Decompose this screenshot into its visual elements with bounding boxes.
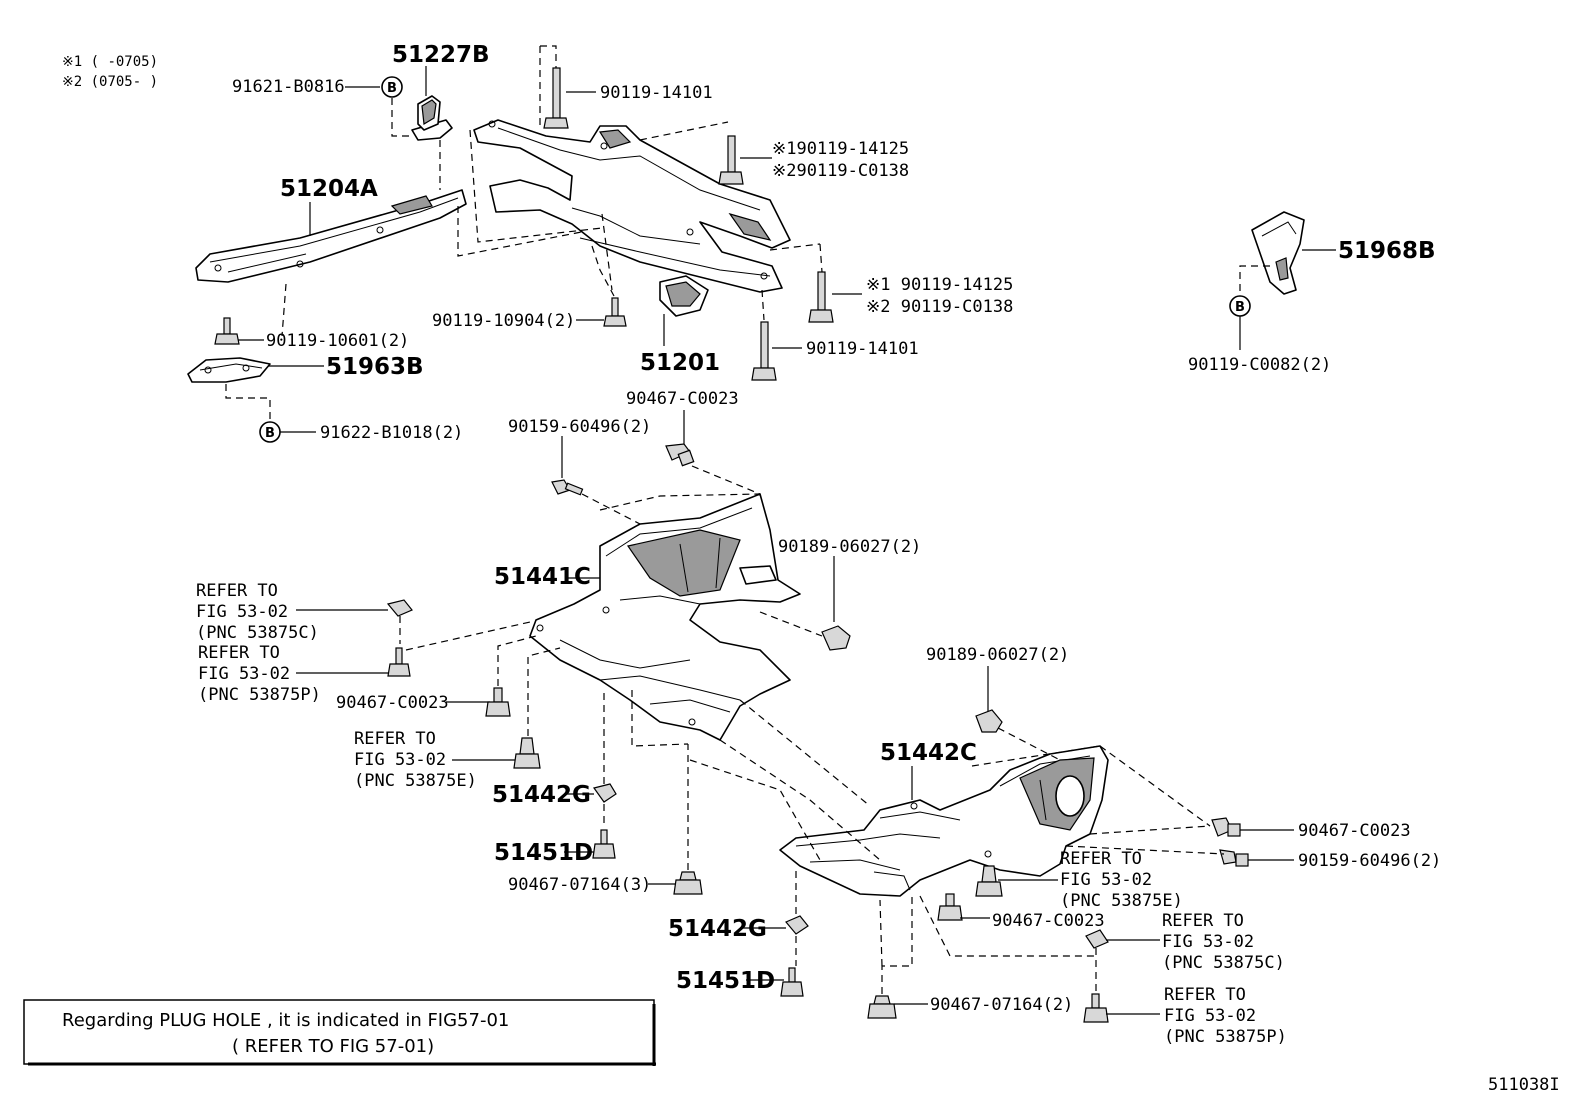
refer-5-line-1: REFER TO bbox=[1162, 911, 1244, 931]
bolt-90119-14101-top bbox=[543, 67, 569, 129]
label-51963B: 51963B bbox=[326, 354, 424, 380]
label-90467-C0023-top: 90467-C0023 bbox=[626, 389, 739, 409]
clip-53875C-a bbox=[386, 599, 413, 617]
circle-b-text-3: B bbox=[1235, 300, 1245, 315]
clip-51442G-b bbox=[785, 915, 809, 935]
refer-6-line-3: (PNC 53875P) bbox=[1164, 1027, 1287, 1047]
label-x1-90119-14125-a: ※190119-14125 bbox=[772, 139, 909, 159]
footnote-line-2: ( REFER TO FIG 57-01) bbox=[232, 1036, 434, 1057]
label-90189-06027-b: 90189-06027(2) bbox=[926, 645, 1069, 665]
circle-b-mark-1 bbox=[381, 76, 403, 98]
footnote-line-1: Regarding PLUG HOLE , it is indicated in… bbox=[62, 1010, 509, 1031]
label-90189-06027-a: 90189-06027(2) bbox=[778, 537, 921, 557]
label-90467-C0023-mid: 90467-C0023 bbox=[992, 911, 1105, 931]
bolt-90467-C0023-left bbox=[485, 687, 511, 717]
figure-id: 511038I bbox=[1488, 1075, 1560, 1095]
label-90159-60496-top: 90159-60496(2) bbox=[508, 417, 651, 437]
label-51451D-a: 51451D bbox=[494, 840, 593, 866]
clip-90189-06027-b bbox=[975, 709, 1003, 733]
label-90119-10601: 90119-10601(2) bbox=[266, 331, 409, 351]
refer-6-line-1: REFER TO bbox=[1164, 985, 1246, 1005]
screw-90159-60496-right bbox=[1219, 849, 1249, 867]
label-90119-10904: 90119-10904(2) bbox=[432, 311, 575, 331]
label-51968B: 51968B bbox=[1338, 238, 1436, 264]
refer-2-line-3: (PNC 53875P) bbox=[198, 685, 321, 705]
part-51442C-cover bbox=[779, 745, 1109, 897]
part-51968B-bracket bbox=[1251, 211, 1305, 295]
label-51441C: 51441C bbox=[494, 564, 591, 590]
label-90119-C0082: 90119-C0082(2) bbox=[1188, 355, 1331, 375]
screw-90159-60496-top bbox=[551, 479, 584, 496]
refer-3-line-3: (PNC 53875E) bbox=[354, 771, 477, 791]
part-51204A-member bbox=[195, 189, 467, 283]
part-51441C-cover bbox=[529, 493, 801, 741]
label-51201: 51201 bbox=[640, 350, 720, 376]
note-1: ※1 ( -0705) bbox=[62, 54, 158, 70]
refer-1-line-3: (PNC 53875C) bbox=[196, 623, 319, 643]
bolt-90119-14101-bottom bbox=[751, 321, 777, 381]
refer-1-line-2: FIG 53-02 bbox=[196, 602, 288, 622]
clip-53875C-b bbox=[1085, 929, 1109, 949]
clip-90189-06027-a bbox=[821, 625, 851, 651]
bolt-90119-10904 bbox=[603, 297, 627, 327]
refer-1-line-1: REFER TO bbox=[196, 581, 278, 601]
refer-4-line-2: FIG 53-02 bbox=[1060, 870, 1152, 890]
label-51227B: 51227B bbox=[392, 42, 490, 68]
bolt-53875P-b bbox=[1083, 993, 1109, 1023]
refer-2-line-2: FIG 53-02 bbox=[198, 664, 290, 684]
label-91621-B0816: 91621-B0816 bbox=[232, 77, 345, 97]
note-2: ※2 (0705- ) bbox=[62, 74, 158, 90]
refer-3-line-2: FIG 53-02 bbox=[354, 750, 446, 770]
bolt-90467-C0023-top bbox=[665, 443, 695, 467]
label-51451D-b: 51451D bbox=[676, 968, 775, 994]
refer-4-line-1: REFER TO bbox=[1060, 849, 1142, 869]
bolt-90119-14125-b bbox=[808, 271, 834, 323]
part-51201-crossmember bbox=[473, 119, 791, 317]
refer-4-line-3: (PNC 53875E) bbox=[1060, 891, 1183, 911]
bolt-53875E-a bbox=[513, 737, 541, 769]
label-x2-90119-C0138-b: ※2 90119-C0138 bbox=[866, 297, 1013, 317]
label-90467-07164-b: 90467-07164(2) bbox=[930, 995, 1073, 1015]
bolt-53875P-a bbox=[387, 647, 411, 677]
part-51963B-plate bbox=[187, 357, 271, 383]
bolt-90467-07164-b bbox=[867, 995, 897, 1019]
bolt-51451D-b bbox=[780, 967, 804, 997]
bolt-53875E-b bbox=[975, 865, 1003, 897]
bolt-90467-07164-a bbox=[673, 871, 703, 895]
circle-b-text-2: B bbox=[265, 426, 275, 441]
label-90159-60496-right: 90159-60496(2) bbox=[1298, 851, 1441, 871]
refer-5-line-2: FIG 53-02 bbox=[1162, 932, 1254, 952]
label-51204A: 51204A bbox=[280, 176, 378, 202]
bolt-51451D-a bbox=[592, 829, 616, 859]
circle-b-text-1: B bbox=[387, 81, 397, 96]
label-51442C: 51442C bbox=[880, 740, 977, 766]
clip-51442G-a bbox=[592, 783, 617, 803]
part-51227B-bracket bbox=[411, 95, 453, 141]
label-90467-C0023-right: 90467-C0023 bbox=[1298, 821, 1411, 841]
refer-5-line-3: (PNC 53875C) bbox=[1162, 953, 1285, 973]
bolt-90119-14125-a bbox=[718, 135, 744, 185]
label-91622-B1018: 91622-B1018(2) bbox=[320, 423, 463, 443]
label-x1-90119-14125-b: ※1 90119-14125 bbox=[866, 275, 1013, 295]
label-90467-C0023-left: 90467-C0023 bbox=[336, 693, 449, 713]
bolt-90467-C0023-mid bbox=[937, 893, 963, 921]
label-51442G-a: 51442G bbox=[492, 782, 591, 808]
label-90119-14101-top: 90119-14101 bbox=[600, 83, 713, 103]
refer-2-line-1: REFER TO bbox=[198, 643, 280, 663]
label-51442G-b: 51442G bbox=[668, 916, 767, 942]
refer-6-line-2: FIG 53-02 bbox=[1164, 1006, 1256, 1026]
refer-3-line-1: REFER TO bbox=[354, 729, 436, 749]
label-x2-90119-C0138-a: ※290119-C0138 bbox=[772, 161, 909, 181]
bolt-90119-10601 bbox=[214, 317, 240, 345]
bolt-90467-C0023-right bbox=[1211, 817, 1241, 837]
label-90119-14101-bottom: 90119-14101 bbox=[806, 339, 919, 359]
footnote-box bbox=[23, 999, 655, 1065]
label-90467-07164-a: 90467-07164(3) bbox=[508, 875, 651, 895]
